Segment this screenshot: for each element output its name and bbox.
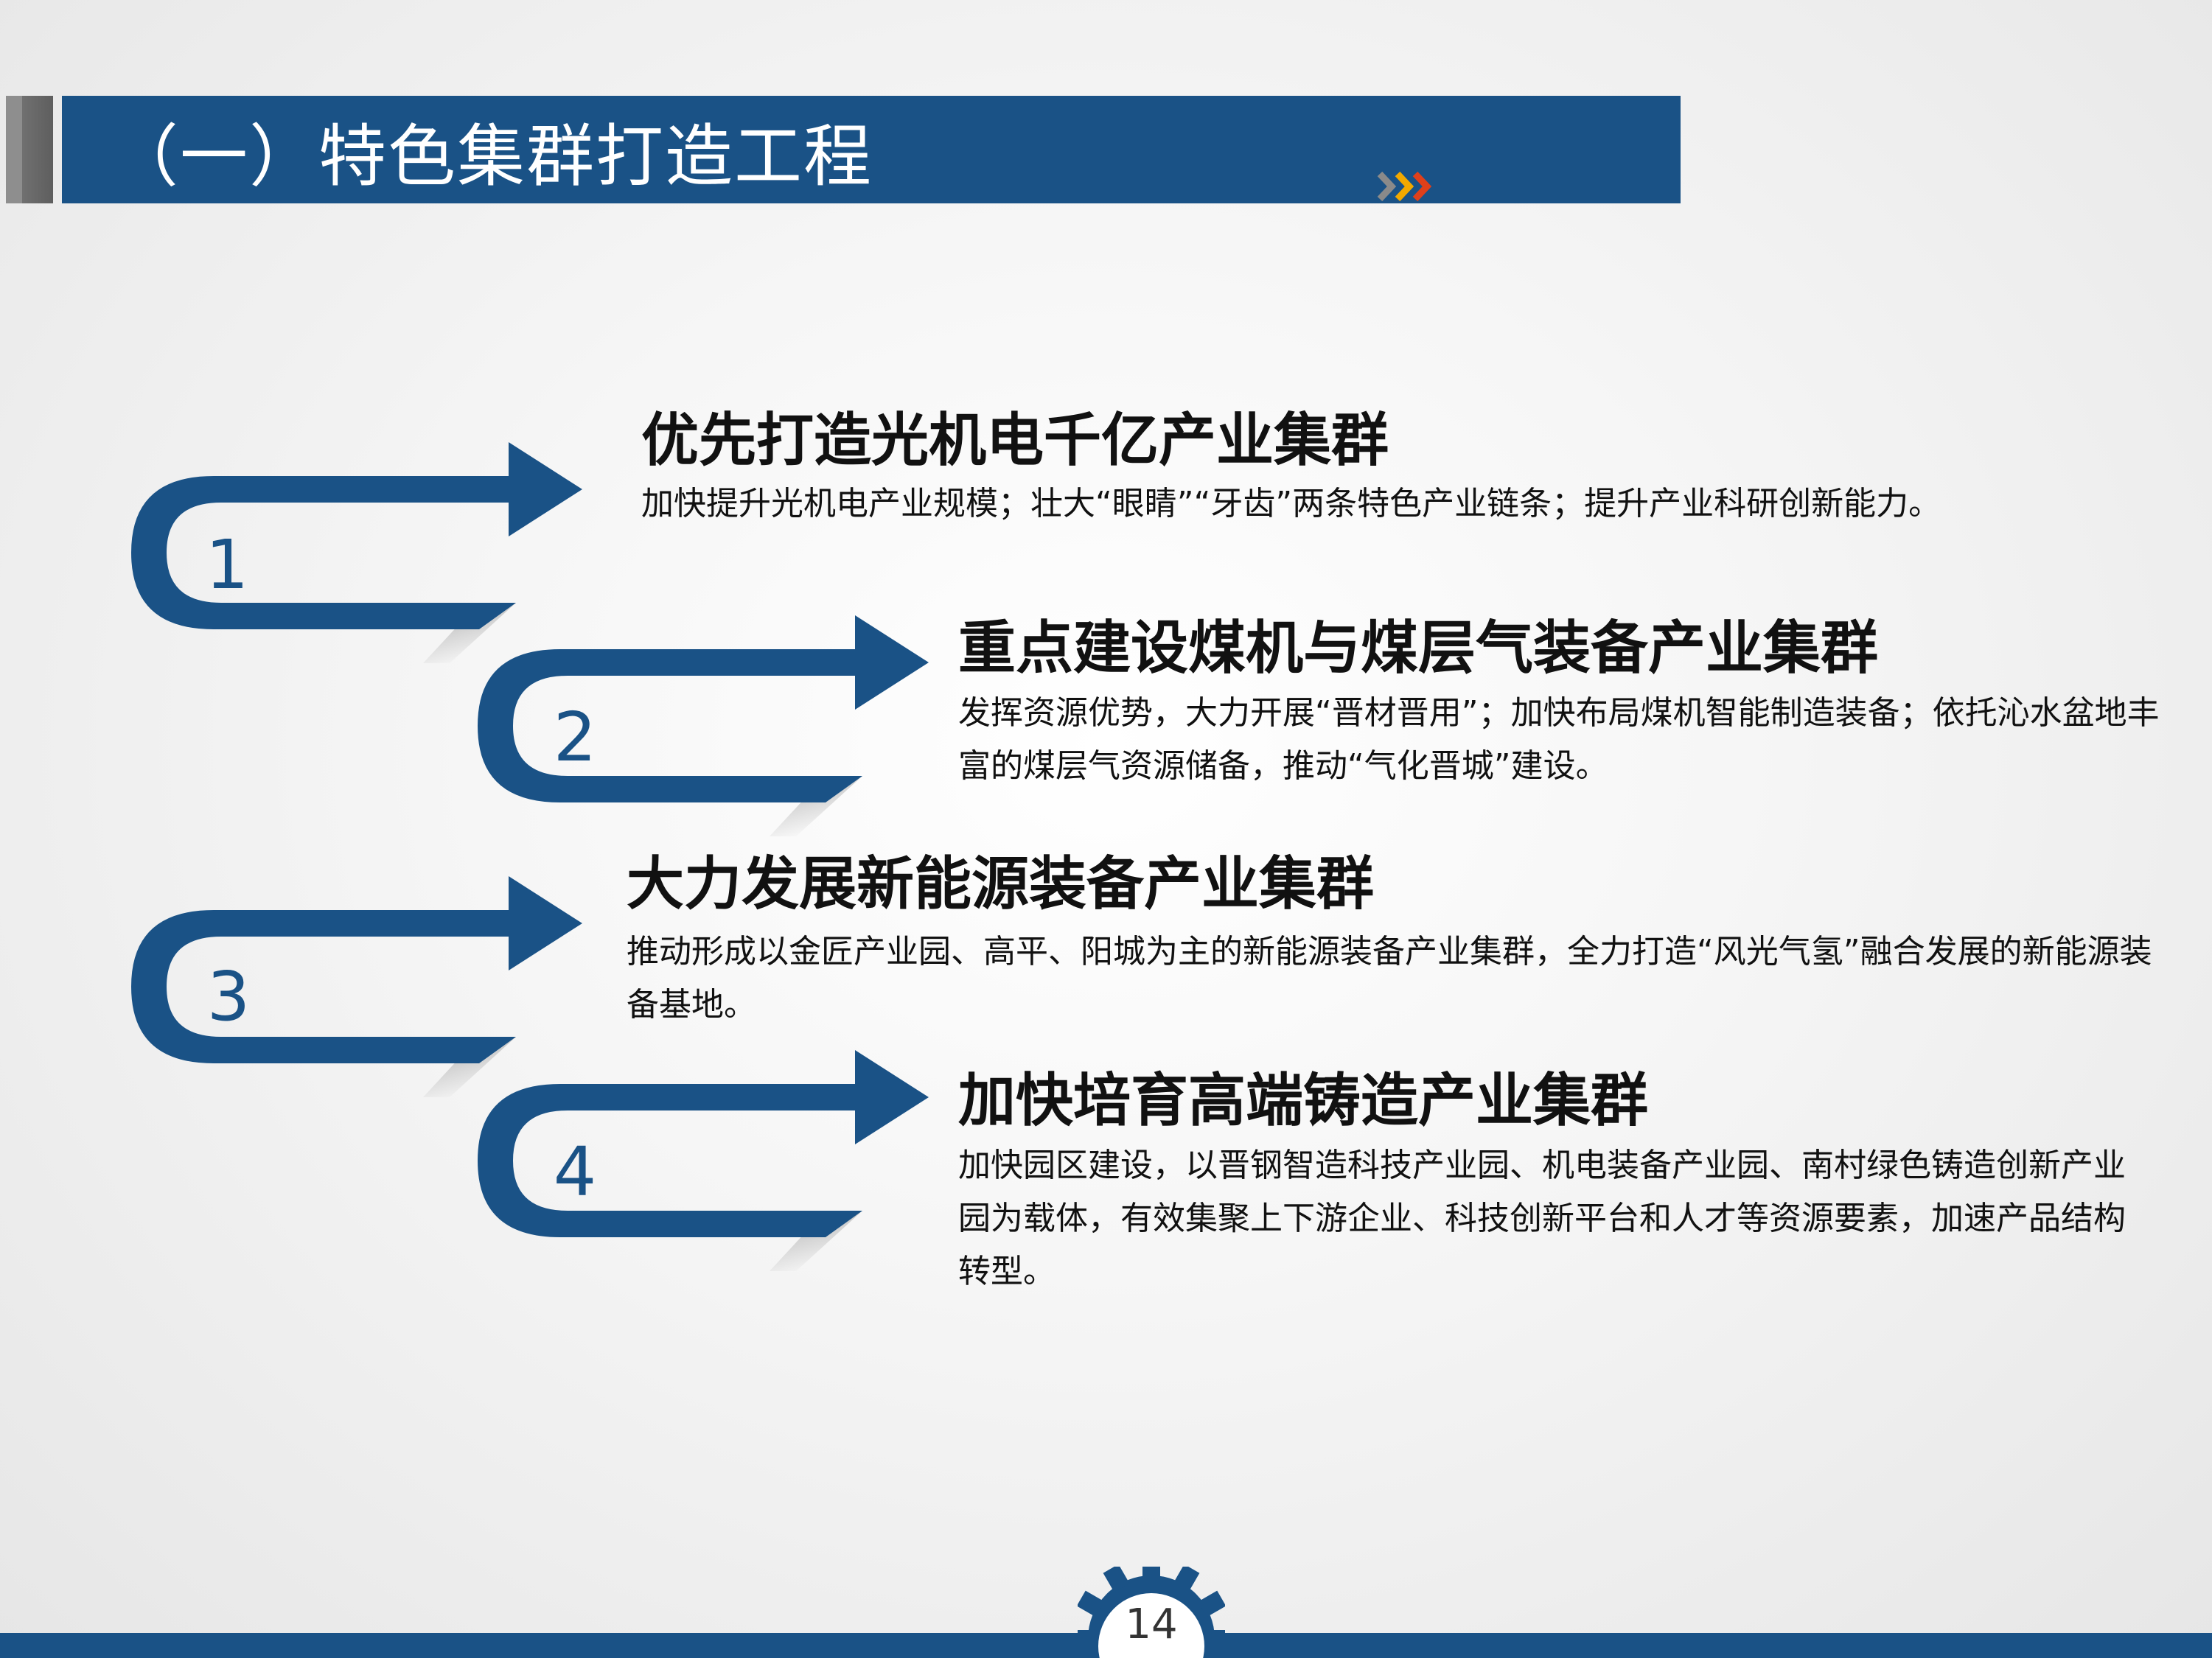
triple-chevron-icon bbox=[1377, 171, 1432, 202]
step-number: 3 bbox=[206, 957, 251, 1036]
gear-icon bbox=[1078, 1567, 1225, 1658]
u-turn-arrow-body-2 bbox=[478, 615, 949, 870]
u-turn-arrow-body-1 bbox=[131, 442, 582, 663]
item-description: 推动形成以金匠产业园、高平、阳城为主的新能源装备产业集群，全力打造“风光气氢”融… bbox=[627, 933, 2152, 1024]
item-title: 优先打造光机电千亿产业集群 bbox=[641, 407, 1389, 474]
page-title: （一）特色集群打造工程 bbox=[111, 117, 873, 196]
step-number: 4 bbox=[553, 1133, 597, 1211]
item-description: 发挥资源优势，大力开展“晋材晋用”；加快布局煤机智能制造装备；依托沁水盆地丰富的… bbox=[958, 694, 2160, 785]
item-title: 加快培育高端铸造产业集群 bbox=[958, 1068, 1649, 1134]
u-turn-arrow-body-4 bbox=[478, 1050, 949, 1304]
header-accent-block bbox=[6, 96, 53, 203]
u-turn-arrow-body-3 bbox=[131, 876, 603, 1130]
step-number: 1 bbox=[205, 525, 249, 604]
item-title: 重点建设煤机与煤层气装备产业集群 bbox=[958, 615, 1879, 682]
item-title: 大力发展新能源装备产业集群 bbox=[627, 851, 1375, 917]
page-number: 14 bbox=[1125, 1601, 1178, 1648]
item-description: 加快提升光机电产业规模；壮大“眼睛”“牙齿”两条特色产业链条；提升产业科研创新能… bbox=[641, 485, 1941, 522]
item-description: 加快园区建设，以晋钢智造科技产业园、机电装备产业园、南村绿色铸造创新产业园为载体… bbox=[958, 1147, 2126, 1290]
step-number: 2 bbox=[553, 698, 597, 777]
